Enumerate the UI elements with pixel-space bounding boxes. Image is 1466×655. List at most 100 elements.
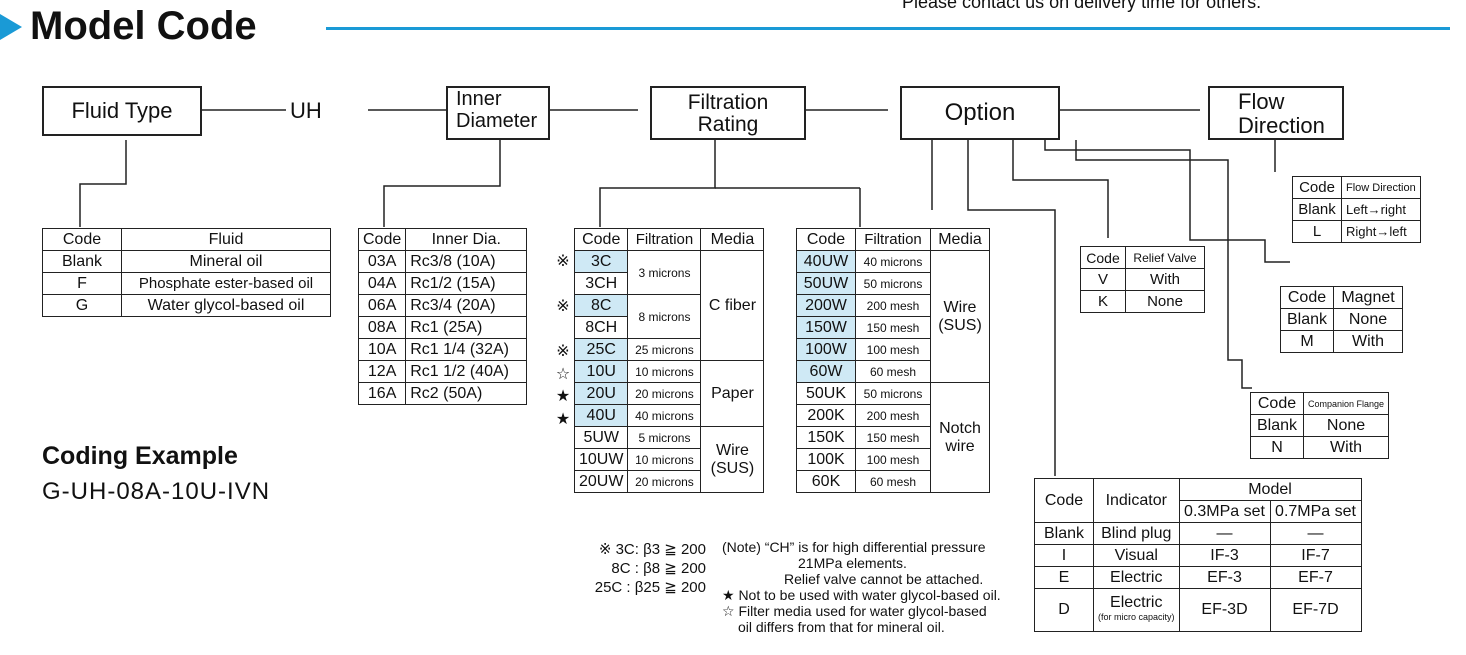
table-cell: 100W (796, 338, 856, 361)
table-header: Inner Dia. (405, 228, 528, 251)
table-header: Indicator (1093, 478, 1180, 523)
table-cell: 16A (357, 382, 407, 405)
table-cell: I (1034, 544, 1094, 567)
table-cell: 12A (357, 360, 407, 383)
table-cell: EF-3 (1178, 566, 1271, 589)
table-cell: Electric (for micro capacity) (1093, 588, 1180, 632)
table-cell: D (1034, 588, 1094, 632)
option-label: Option (944, 99, 1016, 126)
flow-label-2: Direction (1238, 113, 1325, 138)
note-line: ☆ Filter media used for water glycol-bas… (722, 603, 987, 619)
mark: ※ (556, 253, 570, 270)
table-cell: Blank (1250, 414, 1304, 437)
inner-diameter-label-2: Diameter (456, 110, 538, 132)
table-cell: Notch wire (930, 382, 990, 493)
table-cell: 10UW (573, 448, 629, 471)
table-cell: 8 microns (627, 294, 702, 339)
table-cell: 200W (796, 294, 856, 317)
notes: (Note) “CH” is for high differential pre… (722, 539, 1001, 635)
table-cell: With (1302, 436, 1390, 459)
table-cell: 3 microns (627, 250, 702, 295)
table-cell: 50 microns (855, 272, 931, 295)
table-header: Code (1250, 392, 1304, 415)
table-cell: 06A (357, 294, 407, 317)
table-cell: Blank (1292, 198, 1342, 221)
header-arrow-icon (0, 14, 22, 40)
table-cell: 5 microns (627, 426, 702, 449)
table-cell: EF-3D (1178, 588, 1271, 632)
table-cell: IF-3 (1178, 544, 1271, 567)
table-cell: Mineral oil (121, 250, 331, 273)
table-cell: 20 microns (627, 382, 702, 405)
table-cell: Water glycol-based oil (121, 294, 331, 317)
table-cell: 100 mesh (855, 338, 931, 361)
table-cell: EF-7D (1269, 588, 1362, 632)
indicator-sub: (for micro capacity) (1098, 612, 1175, 622)
table-header: Media (700, 228, 765, 251)
table-cell: Wire (SUS) (930, 250, 990, 383)
uh-label: UH (290, 98, 322, 123)
table-cell: 60K (796, 470, 856, 493)
table-cell: L (1292, 220, 1342, 243)
table-cell: 5UW (573, 426, 629, 449)
table-cell: 50UW (796, 272, 856, 295)
table-header: Code (1292, 176, 1342, 199)
table-cell: Blank (1280, 308, 1334, 331)
table-header: Model (1178, 478, 1362, 501)
table-cell: 08A (357, 316, 407, 339)
table-cell: G (42, 294, 122, 317)
mark: ★ (555, 388, 571, 405)
table-cell: 8CH (573, 316, 629, 339)
table-cell: 03A (357, 250, 407, 273)
table-cell: 10U (573, 360, 629, 383)
filtration-marks: ※ ※ ※ ☆ ★ ★ (552, 251, 574, 431)
table-cell: 3C (573, 250, 629, 273)
table-cell: 40U (573, 404, 629, 427)
table-cell: 20U (573, 382, 629, 405)
note-line: Relief valve cannot be attached. (784, 571, 984, 587)
table-cell: 60 mesh (855, 470, 931, 493)
table-header: Code (1080, 246, 1126, 269)
table-cell: V (1080, 268, 1126, 291)
table-header: 0.7MPa set (1269, 500, 1362, 523)
indicator-electric: Electric (1110, 594, 1163, 611)
beta-note: 8C : β8 ≧ 200 (611, 560, 706, 577)
table-cell: 150K (796, 426, 856, 449)
table-cell: 200 mesh (855, 294, 931, 317)
table-cell: E (1034, 566, 1094, 589)
table-cell: — (1178, 522, 1271, 545)
table-cell: N (1250, 436, 1304, 459)
table-cell: 60W (796, 360, 856, 383)
table-cell: Wire (SUS) (700, 426, 765, 493)
table-cell: IF-7 (1269, 544, 1362, 567)
table-cell: Blank (1034, 522, 1094, 545)
inner-diameter-label-1: Inner (456, 88, 502, 110)
title-underline (326, 27, 1450, 30)
table-cell: 3CH (573, 272, 629, 295)
table-header: Flow Direction (1341, 176, 1421, 199)
note-line: ★ Not to be used with water glycol-based… (722, 587, 1001, 603)
option-box: Option (900, 86, 1060, 140)
table-cell: 25C (573, 338, 629, 361)
table-header: Relief Valve (1125, 246, 1205, 269)
table-cell: M (1280, 330, 1334, 353)
table-cell: 8C (573, 294, 629, 317)
page-title: Model Code (30, 4, 257, 48)
table-header: Code (796, 228, 856, 251)
table-header: Filtration (627, 228, 702, 251)
table-cell: 200K (796, 404, 856, 427)
table-cell: Rc1 (25A) (405, 316, 528, 339)
mark: ☆ (555, 365, 571, 383)
table-cell: EF-7 (1269, 566, 1362, 589)
table-cell: Blank (42, 250, 122, 273)
mark (552, 274, 574, 297)
flow-label-1: Flow (1238, 89, 1285, 114)
note-line: (Note) “CH” is for high differential pre… (722, 539, 986, 555)
filtration-label-1: Filtration (687, 91, 769, 114)
mark (552, 319, 574, 342)
